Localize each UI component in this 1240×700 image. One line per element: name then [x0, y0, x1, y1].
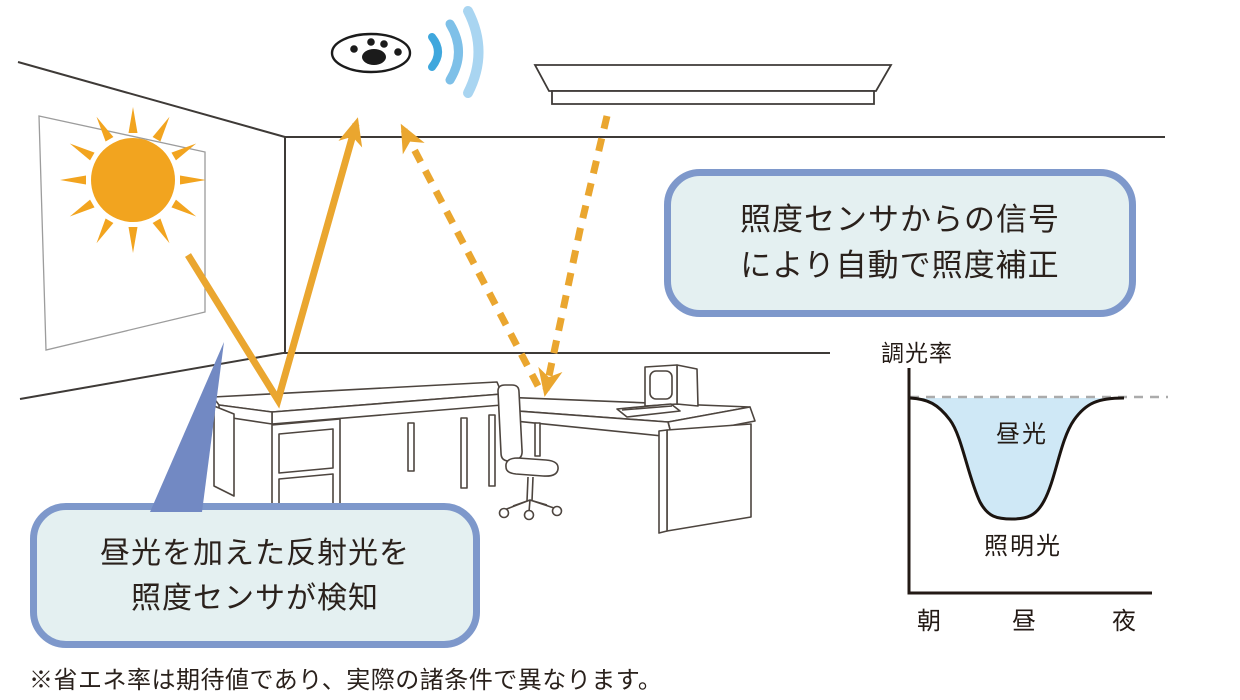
ceiling-light-icon	[533, 64, 893, 105]
reflected-ray-up-arrow	[400, 123, 542, 388]
callout-daylight-line2: 照度センサが検知	[131, 581, 379, 615]
lamplight-curve	[909, 396, 1125, 521]
callout-daylight-detection: 昼光を加えた反射光を 照度センサが検知	[30, 503, 480, 648]
chart-lamplight-curve-label: 照明光	[984, 533, 1062, 560]
office-chair-illustration	[497, 384, 563, 521]
chart-x-tick-noon: 昼	[1012, 608, 1037, 635]
chart-x-tick-night: 夜	[1112, 608, 1137, 635]
chart-daylight-area-label: 昼光	[996, 421, 1048, 448]
sun-icon	[60, 107, 206, 253]
window-icon	[38, 115, 206, 351]
callout-sensor-signal-line2: により自動で照度補正	[740, 248, 1060, 283]
footnote-text: ※省エネ率は期待値であり、実際の諸条件で異なります。	[29, 667, 663, 694]
dimming-chart	[907, 368, 1168, 595]
callout-daylight-line1: 昼光を加えた反射光を	[100, 536, 410, 570]
illuminance-sensor-icon	[330, 32, 412, 74]
chart-axes	[907, 368, 1152, 595]
daylight-area-fill	[910, 398, 1124, 519]
callout-sensor-signal-line1: 照度センサからの信号	[740, 202, 1060, 237]
callout-sensor-signal: 照度センサからの信号 により自動で照度補正	[664, 169, 1136, 317]
computer-illustration	[616, 364, 699, 418]
chart-y-axis-label: 調光率	[881, 340, 953, 366]
wireless-signal-icon	[428, 6, 484, 98]
daylight-ray-arrow	[185, 117, 363, 409]
lamplight-ray-down-arrow	[538, 115, 611, 397]
chart-x-tick-morning: 朝	[917, 608, 942, 635]
